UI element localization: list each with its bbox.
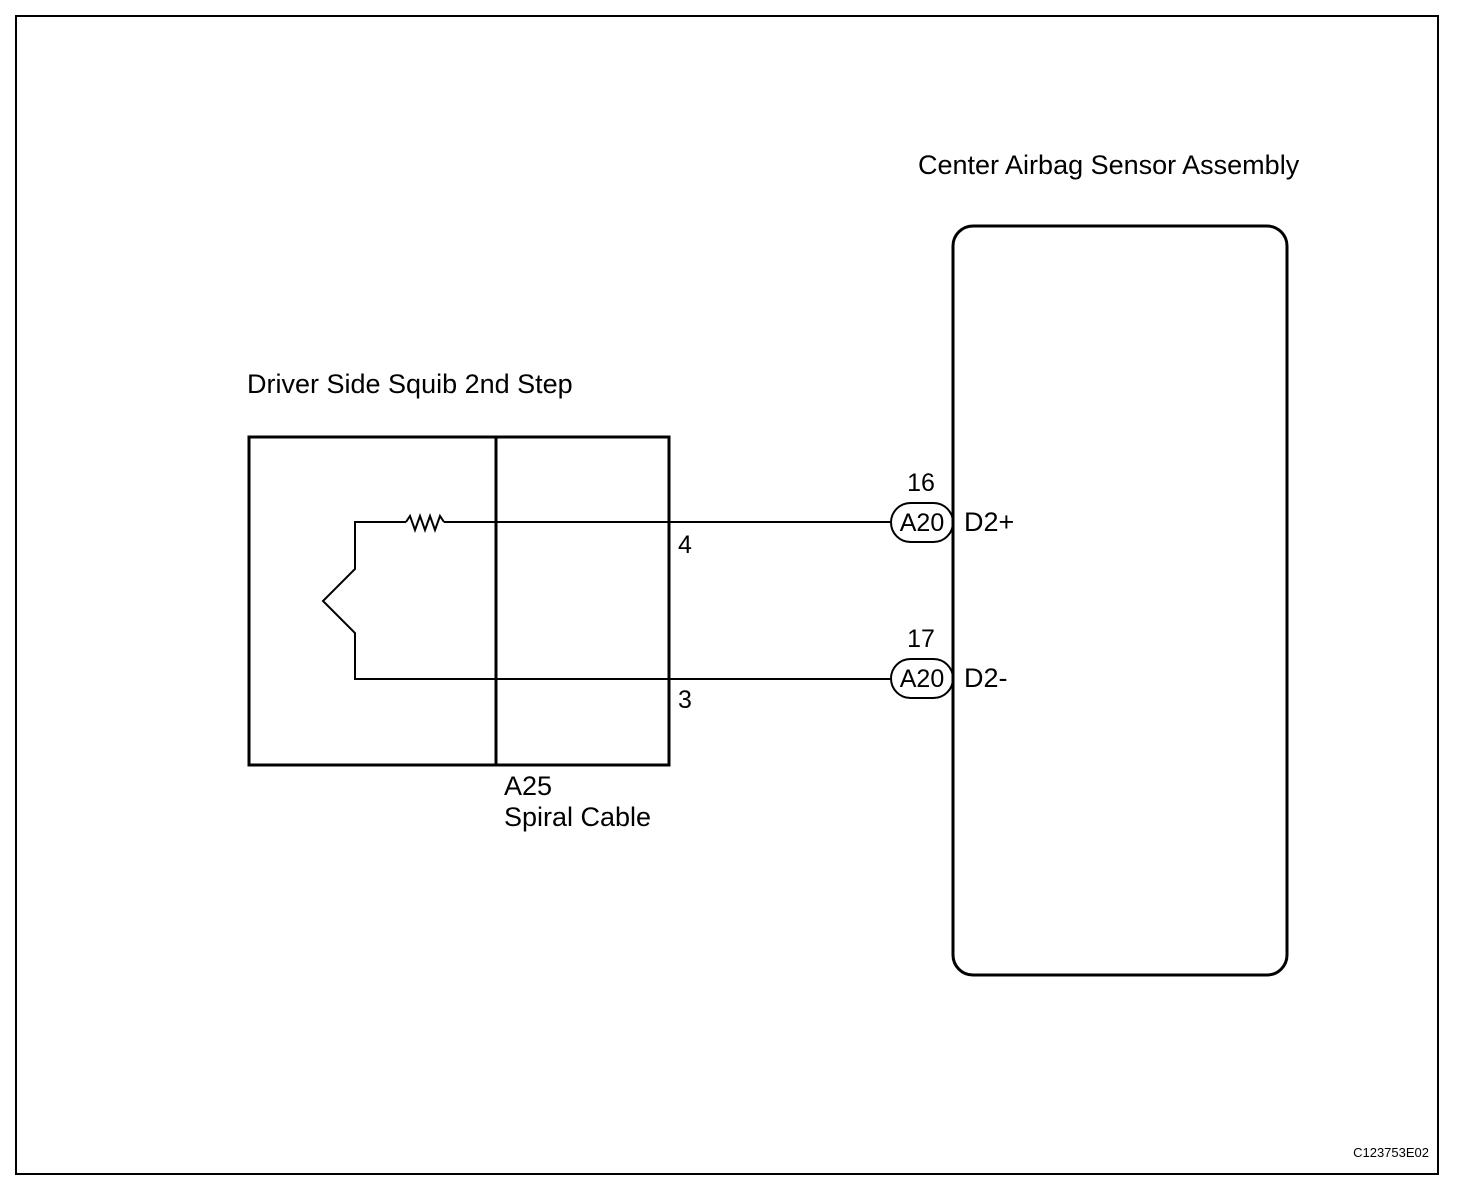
sensor-assembly-box [951, 224, 1289, 977]
connector-label-d2-plus: A20 [900, 509, 944, 537]
connector-label-d2-minus: A20 [900, 665, 944, 693]
connector-oval-d2-minus [890, 658, 954, 699]
spiral-cable-connector: A25 [504, 771, 552, 801]
terminal-pin-16: 16 [907, 469, 935, 497]
connector-oval-d2-plus [890, 502, 954, 543]
sensor-title: Center Airbag Sensor Assembly [918, 150, 1300, 180]
terminal-pin-17: 17 [907, 625, 935, 653]
spiral-cable-name: Spiral Cable [504, 802, 651, 832]
signal-d2-plus: D2+ [964, 507, 1014, 537]
diagram-frame [15, 15, 1439, 1175]
squib-spiral-box [247, 435, 671, 767]
figure-code: C123753E02 [1353, 1145, 1429, 1160]
squib-igniter-symbol [321, 521, 496, 680]
spiral-pin-upper: 4 [678, 531, 692, 559]
squib-title: Driver Side Squib 2nd Step [247, 369, 573, 399]
signal-d2-minus: D2- [964, 663, 1008, 693]
resistor-symbol [405, 513, 445, 533]
spiral-pin-lower: 3 [678, 686, 692, 714]
